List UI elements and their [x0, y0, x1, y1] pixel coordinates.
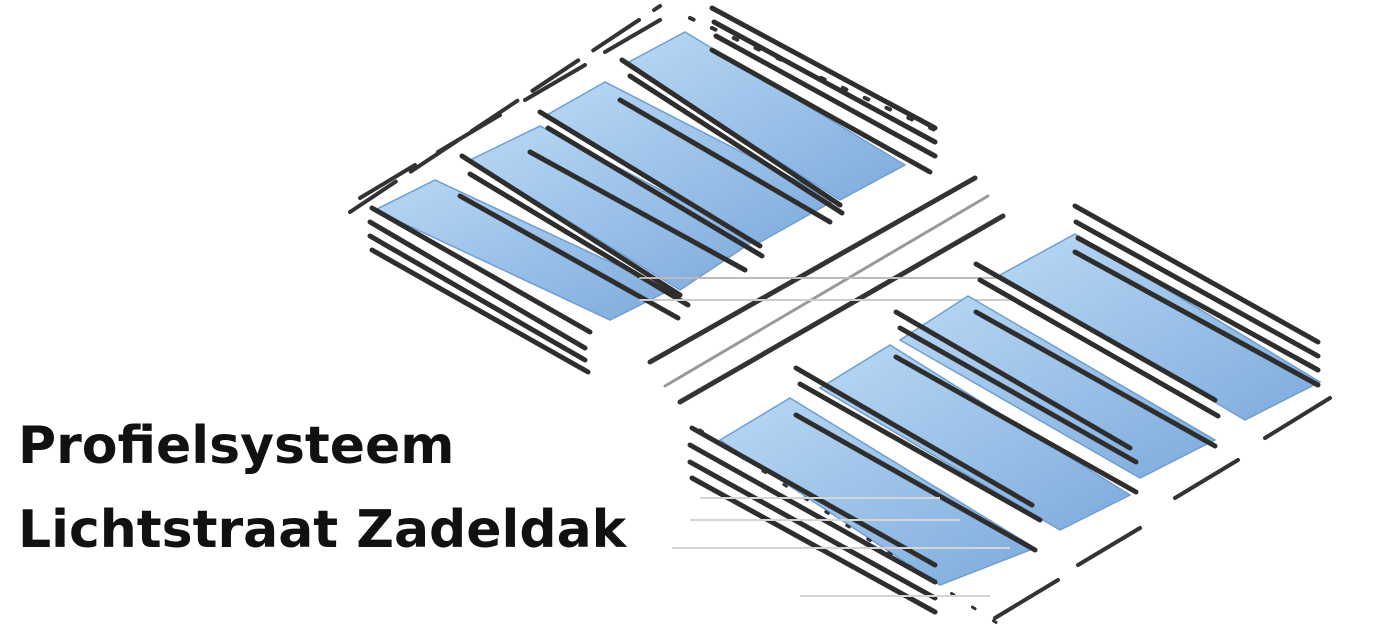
profiles-upper [367, 5, 938, 375]
roof-half-upper [348, 4, 938, 375]
glass-panes-lower [718, 233, 1322, 586]
glass-panes-upper [373, 31, 907, 321]
glass-pane [818, 344, 1132, 531]
ghost-lines [672, 497, 1010, 597]
edge-dashes-lower [993, 396, 1332, 620]
roof-half-lower [672, 203, 1332, 627]
profiles-lower [687, 203, 1321, 615]
ridge-profiles [639, 175, 1011, 405]
title-line-1: Profielsysteem [18, 416, 455, 476]
glass-pane [898, 295, 1217, 479]
edge-dashes-upper [358, 18, 662, 200]
page-title: Profielsysteem Lichtstraat Zadeldak [18, 404, 626, 572]
title-line-2: Lichtstraat Zadeldak [18, 500, 627, 560]
frame-dash-lower [698, 428, 1002, 627]
frame-dash-lines [348, 4, 937, 214]
